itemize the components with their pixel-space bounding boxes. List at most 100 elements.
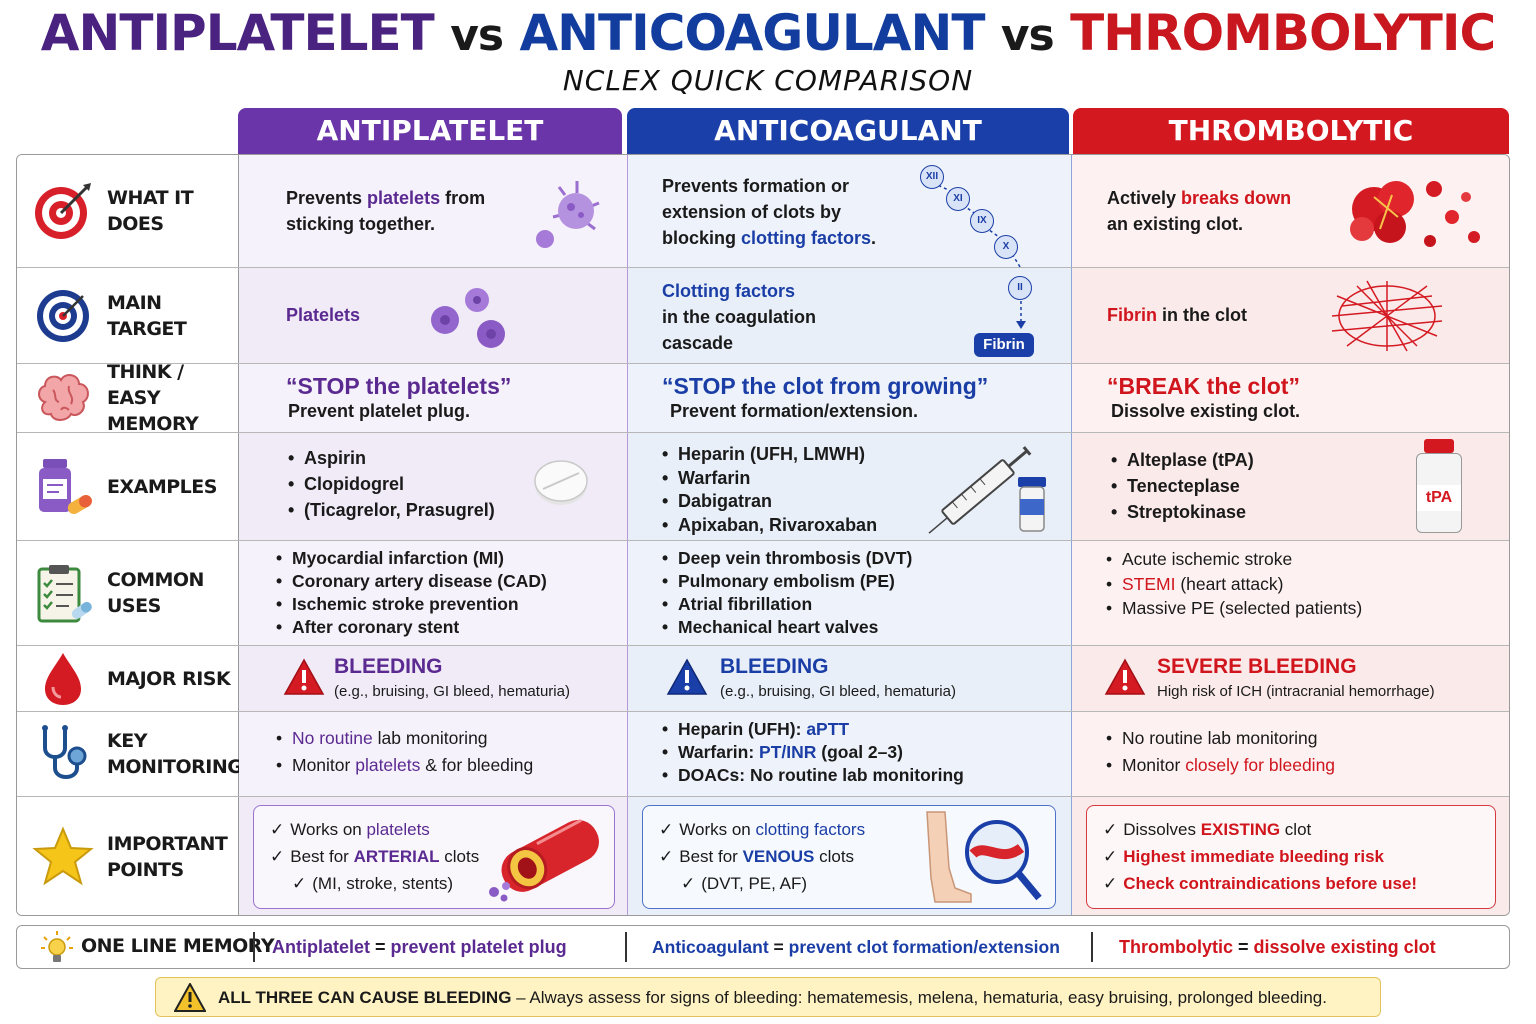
column-header-anticoagulant: ANTICOAGULANT (627, 108, 1069, 154)
list-item: Heparin (UFH): aPTT (662, 718, 964, 741)
row-label: WHAT IT DOES (107, 187, 194, 235)
table-row-what-it-does: WHAT IT DOES Prevents platelets from sti… (17, 155, 1509, 276)
antiplatelet-points-box: Works on platelets Best for ARTERIAL clo… (253, 805, 615, 909)
thrombolytic-memory-sub: Dissolve existing clot. (1111, 401, 1301, 421)
list-item: Atrial fibrillation (662, 593, 912, 616)
list-item: Works on platelets (270, 816, 479, 843)
antiplatelet-memory-cell: “STOP the platelets” Prevent platelet pl… (239, 364, 628, 432)
row-label-cell: KEY MONITORING (17, 712, 243, 796)
thrombolytic-risk-heading: SEVERE BLEEDING (1157, 655, 1357, 678)
divider (1091, 932, 1093, 962)
list-item: Dabigatran (662, 490, 877, 514)
table-row-key-monitoring: KEY MONITORING No routine lab monitoring… (17, 712, 1509, 797)
anticoagulant-risk-cell: BLEEDING (e.g., bruising, GI bleed, hema… (628, 646, 1072, 711)
syringe-vial-icon (928, 446, 1046, 534)
bullseye-icon (37, 289, 89, 342)
factor-xii: XII (920, 165, 944, 189)
title-vs: vs (450, 10, 504, 61)
antiplatelet-memory-sub: Prevent platelet plug. (288, 401, 471, 421)
platelets-cluster-icon (431, 288, 505, 348)
tpa-vial: tPA (1416, 439, 1462, 533)
star-icon (32, 826, 94, 886)
row-label-cell: IMPORTANT POINTS (17, 797, 239, 915)
thrombolytic-risk-detail: High risk of ICH (intracranial hemorrhag… (1157, 683, 1435, 700)
anticoagulant-points-box: Works on clotting factors Best for VENOU… (642, 805, 1056, 909)
row-label: EXAMPLES (107, 475, 217, 498)
factor-x: X (994, 235, 1018, 259)
vial-cap (1424, 439, 1454, 453)
thrombolytic-points-list: Dissolves EXISTING clot Highest immediat… (1103, 816, 1417, 897)
anticoagulant-memory-quote: “STOP the clot from growing” (662, 373, 989, 399)
anticoagulant-target-text: Clotting factors in the coagulation casc… (662, 281, 817, 353)
leg-vein-magnifier-icon (926, 811, 1042, 903)
thrombolytic-points-box: Dissolves EXISTING clot Highest immediat… (1086, 805, 1496, 909)
warning-text: ALL THREE CAN CAUSE BLEEDING – Always as… (218, 988, 1327, 1007)
one-line-antiplatelet: Antiplatelet = prevent platelet plug (272, 937, 567, 957)
antiplatelet-points-cell: Works on platelets Best for ARTERIAL clo… (239, 797, 628, 915)
list-item: Monitor platelets & for bleeding (276, 752, 533, 779)
row-label-cell: THINK / EASY MEMORY (17, 361, 239, 435)
table-row-main-target: MAIN TARGET Platelets Clotting factors i… (17, 268, 1509, 364)
platelet-cell-icon (536, 181, 600, 248)
divider (625, 932, 627, 962)
anticoagulant-risk-detail: (e.g., bruising, GI bleed, hematuria) (720, 683, 956, 700)
fibrin-mesh-icon (1331, 280, 1443, 352)
column-header-antiplatelet: ANTIPLATELET (238, 108, 622, 154)
list-item: Apixaban, Rivaroxaban (662, 514, 877, 538)
clipboard-checklist-icon (37, 565, 92, 623)
arrow-down-icon (1016, 301, 1026, 329)
warning-triangle-icon (174, 983, 206, 1012)
list-item: No routine lab monitoring (276, 725, 533, 752)
antiplatelet-what-cell: Prevents platelets from sticking togethe… (239, 155, 628, 267)
medicine-bottle-icon (39, 458, 92, 514)
list-item: Acute ischemic stroke (1106, 547, 1362, 572)
anticoagulant-what-cell: Prevents formation or extension of clots… (628, 155, 1072, 276)
list-item: Pulmonary embolism (PE) (662, 570, 912, 593)
lightbulb-icon (41, 931, 73, 962)
bleeding-warning-banner: ALL THREE CAN CAUSE BLEEDING – Always as… (155, 977, 1381, 1017)
anticoagulant-risk-heading: BLEEDING (720, 655, 829, 678)
table-row-important-points: IMPORTANT POINTS Works on platelets Best… (17, 797, 1509, 915)
antiplatelet-target-cell: Platelets (239, 268, 628, 363)
vial-label: tPA (1417, 485, 1461, 511)
list-item: STEMI (heart attack) (1106, 572, 1362, 597)
title-vs: vs (1000, 10, 1055, 61)
factor-ii: II (1008, 276, 1032, 300)
thrombolytic-examples-cell: Alteplase (tPA) Tenecteplase Streptokina… (1072, 433, 1509, 540)
list-item: After coronary stent (276, 616, 547, 639)
page-subtitle: NCLEX QUICK COMPARISON (562, 64, 974, 97)
title-thrombolytic: THROMBOLYTIC (1070, 4, 1496, 62)
list-item: Deep vein thrombosis (DVT) (662, 547, 912, 570)
list-item: Dissolves EXISTING clot (1103, 816, 1417, 843)
list-item: Heparin (UFH, LMWH) (662, 443, 877, 467)
antiplatelet-monitor-cell: No routine lab monitoring Monitor platel… (239, 712, 628, 796)
comparison-table: WHAT IT DOES Prevents platelets from sti… (16, 154, 1510, 916)
table-row-common-uses: COMMON USES Myocardial infarction (MI) C… (17, 541, 1509, 646)
table-row-examples: EXAMPLES Aspirin Clopidogrel (Ticagrelor… (17, 433, 1509, 541)
list-item: Warfarin: PT/INR (goal 2–3) (662, 741, 964, 764)
row-label-cell: EXAMPLES (17, 433, 239, 540)
list-item: No routine lab monitoring (1106, 725, 1335, 752)
anticoagulant-memory-sub: Prevent formation/extension. (670, 401, 919, 421)
anticoagulant-uses-cell: Deep vein thrombosis (DVT) Pulmonary emb… (628, 541, 1072, 645)
brain-icon (38, 374, 89, 421)
artery-clot-icon (489, 818, 599, 902)
antiplatelet-risk-cell: BLEEDING (e.g., bruising, GI bleed, hema… (239, 646, 628, 711)
thrombolytic-monitor-list: No routine lab monitoring Monitor closel… (1106, 725, 1335, 779)
list-item: Highest immediate bleeding risk (1103, 843, 1417, 870)
anticoagulant-target-cell: Clotting factors in the coagulation casc… (628, 268, 1072, 363)
antiplatelet-uses-cell: Myocardial infarction (MI) Coronary arte… (239, 541, 628, 645)
row-label: COMMON USES (107, 569, 204, 617)
row-label: IMPORTANT POINTS (107, 833, 228, 881)
thrombolytic-what-text: Actively breaks down an existing clot. (1107, 188, 1292, 234)
factor-xi: XI (946, 187, 970, 211)
blood-drop-icon (45, 652, 81, 705)
list-item: Best for VENOUS clots (659, 843, 865, 870)
list-item: Alteplase (tPA) (1111, 447, 1254, 473)
list-item: Check contraindications before use! (1103, 870, 1417, 897)
target-arrow-icon (35, 183, 91, 239)
thrombolytic-uses-cell: Acute ischemic stroke STEMI (heart attac… (1072, 541, 1509, 645)
antiplatelet-risk-heading: BLEEDING (334, 655, 443, 678)
list-item: Coronary artery disease (CAD) (276, 570, 547, 593)
list-item: Warfarin (662, 467, 877, 491)
